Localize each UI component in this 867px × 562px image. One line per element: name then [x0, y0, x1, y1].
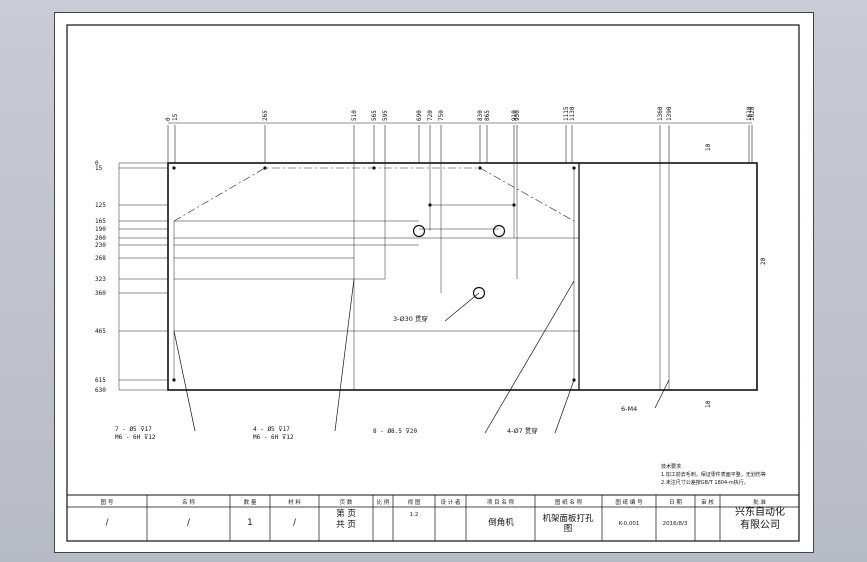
hole-d30-2 — [492, 224, 506, 238]
title-block-header: 比 例 — [377, 498, 390, 506]
title-block-header: 页 数 — [340, 498, 353, 506]
designer-value: 倒角机 — [488, 517, 514, 528]
page-label: 第 页 — [336, 508, 356, 519]
title-block-header: 材 料 — [288, 498, 301, 506]
top-dim-label: 1620 — [749, 106, 756, 121]
title-block-value: / — [106, 518, 109, 528]
notes-title: 技术要求 — [661, 463, 681, 470]
title-block-header: 数 量 — [244, 498, 257, 506]
callout-hole-2-b: M6 - 6H ⊽12 — [253, 434, 294, 441]
left-dim-label: 200 — [95, 235, 106, 242]
callout-hole-1-b: M6 - 6H ⊽12 — [115, 434, 156, 441]
title-block-header: 视 图 — [408, 498, 421, 506]
title-block-header: 图 纸 名 称 — [555, 498, 583, 506]
top-dim-label: 1360 — [657, 106, 664, 121]
left-dim-label: 615 — [95, 377, 106, 384]
top-dim-label: 510 — [351, 110, 358, 121]
top-dim-label: 595 — [382, 110, 389, 121]
title-block-header: 名 称 — [182, 498, 195, 506]
left-dim-label: 0 — [95, 160, 99, 167]
top-dim-label: 1610 — [746, 106, 753, 121]
title-block-header: 批 准 — [753, 498, 766, 506]
title-block-value: 1 — [247, 518, 252, 528]
left-dim-label: 15 — [95, 165, 103, 172]
top-dim-label: 830 — [477, 110, 484, 121]
date-value: 2016/8/3 — [663, 521, 688, 527]
drawing-number: K-0,001 — [619, 521, 640, 527]
scale-value: 1:2 — [410, 512, 419, 518]
callout-hole-1-a: 7 - Ø5 ⊽17 — [115, 426, 152, 433]
hole-d30-3 — [472, 286, 486, 300]
title-block-header: 设 计 者 — [441, 498, 461, 506]
hole-d30-1 — [412, 224, 426, 238]
top-dim-label: 750 — [438, 110, 445, 121]
title-block-header: 审 核 — [701, 498, 714, 506]
top-dim-label: 0 — [165, 117, 172, 121]
callout-hole-2-a: 4 - Ø5 ⊽17 — [253, 426, 290, 433]
drawing-name: 机架面板打孔 — [542, 513, 594, 524]
callout-hole-3: 8 - Ø8.5 ⊽20 — [373, 428, 418, 435]
company-name-cont: 有限公司 — [740, 518, 780, 531]
title-block-value: / — [293, 518, 296, 528]
left-dim-label: 630 — [95, 387, 106, 394]
left-dim-label: 230 — [95, 242, 106, 249]
panel-outline — [167, 162, 758, 391]
right-dim-label: 10 — [705, 143, 712, 151]
left-dim-label: 323 — [95, 276, 106, 283]
notes-line-2: 2.未注尺寸公差按GB/T 1804-m执行。 — [661, 479, 749, 486]
title-block-header: 图 号 — [101, 498, 114, 506]
page-label: 共 页 — [336, 520, 356, 530]
top-dim-label: 1115 — [563, 106, 570, 121]
callout-hole-4: 4-Ø7 贯穿 — [507, 426, 538, 435]
title-block-header: 图 纸 编 号 — [615, 498, 643, 506]
top-dim-label: 1390 — [666, 106, 673, 121]
top-dim-label: 865 — [484, 110, 491, 121]
top-dim-label: 565 — [371, 110, 378, 121]
drawing-name-cont: 图 — [564, 524, 573, 534]
left-dim-label: 268 — [95, 255, 106, 262]
title-block-header: 日 期 — [669, 499, 682, 506]
right-dim-label: 20 — [760, 257, 767, 265]
left-dim-label: 465 — [95, 328, 106, 335]
notes-line-1: 1.加工前去毛刺，保证零件表面平整，无划伤等 — [661, 471, 766, 478]
title-block-text: 图 号 名 称 数 量 材 料 页 数 比 例 视 图 设 计 者 项 目 名 称 图 纸 名 称… — [101, 498, 785, 534]
inner-frame — [66, 24, 800, 542]
top-dim-label: 265 — [262, 110, 269, 121]
top-dim-label: 910 — [511, 110, 518, 121]
top-dim-label: 720 — [427, 110, 434, 121]
top-dim-label: 1130 — [569, 106, 576, 121]
title-block-value: / — [187, 518, 190, 528]
callout-hole-6: 6-M4 — [621, 405, 637, 413]
right-dim-label: 10 — [705, 400, 712, 408]
left-dim-label: 125 — [95, 202, 106, 209]
title-block-header: 项 目 名 称 — [487, 498, 515, 506]
left-dim-label: 190 — [95, 226, 106, 233]
callout-hole-5: 3-Ø30 贯穿 — [393, 314, 428, 323]
top-dim-label: 15 — [172, 113, 179, 121]
top-dim-label: 690 — [416, 110, 423, 121]
top-dim-label: 950 — [514, 110, 521, 121]
left-dim-label: 360 — [95, 290, 106, 297]
company-name: 兴东自动化 — [735, 505, 785, 518]
left-dim-label: 165 — [95, 218, 106, 225]
title-block — [66, 494, 800, 542]
